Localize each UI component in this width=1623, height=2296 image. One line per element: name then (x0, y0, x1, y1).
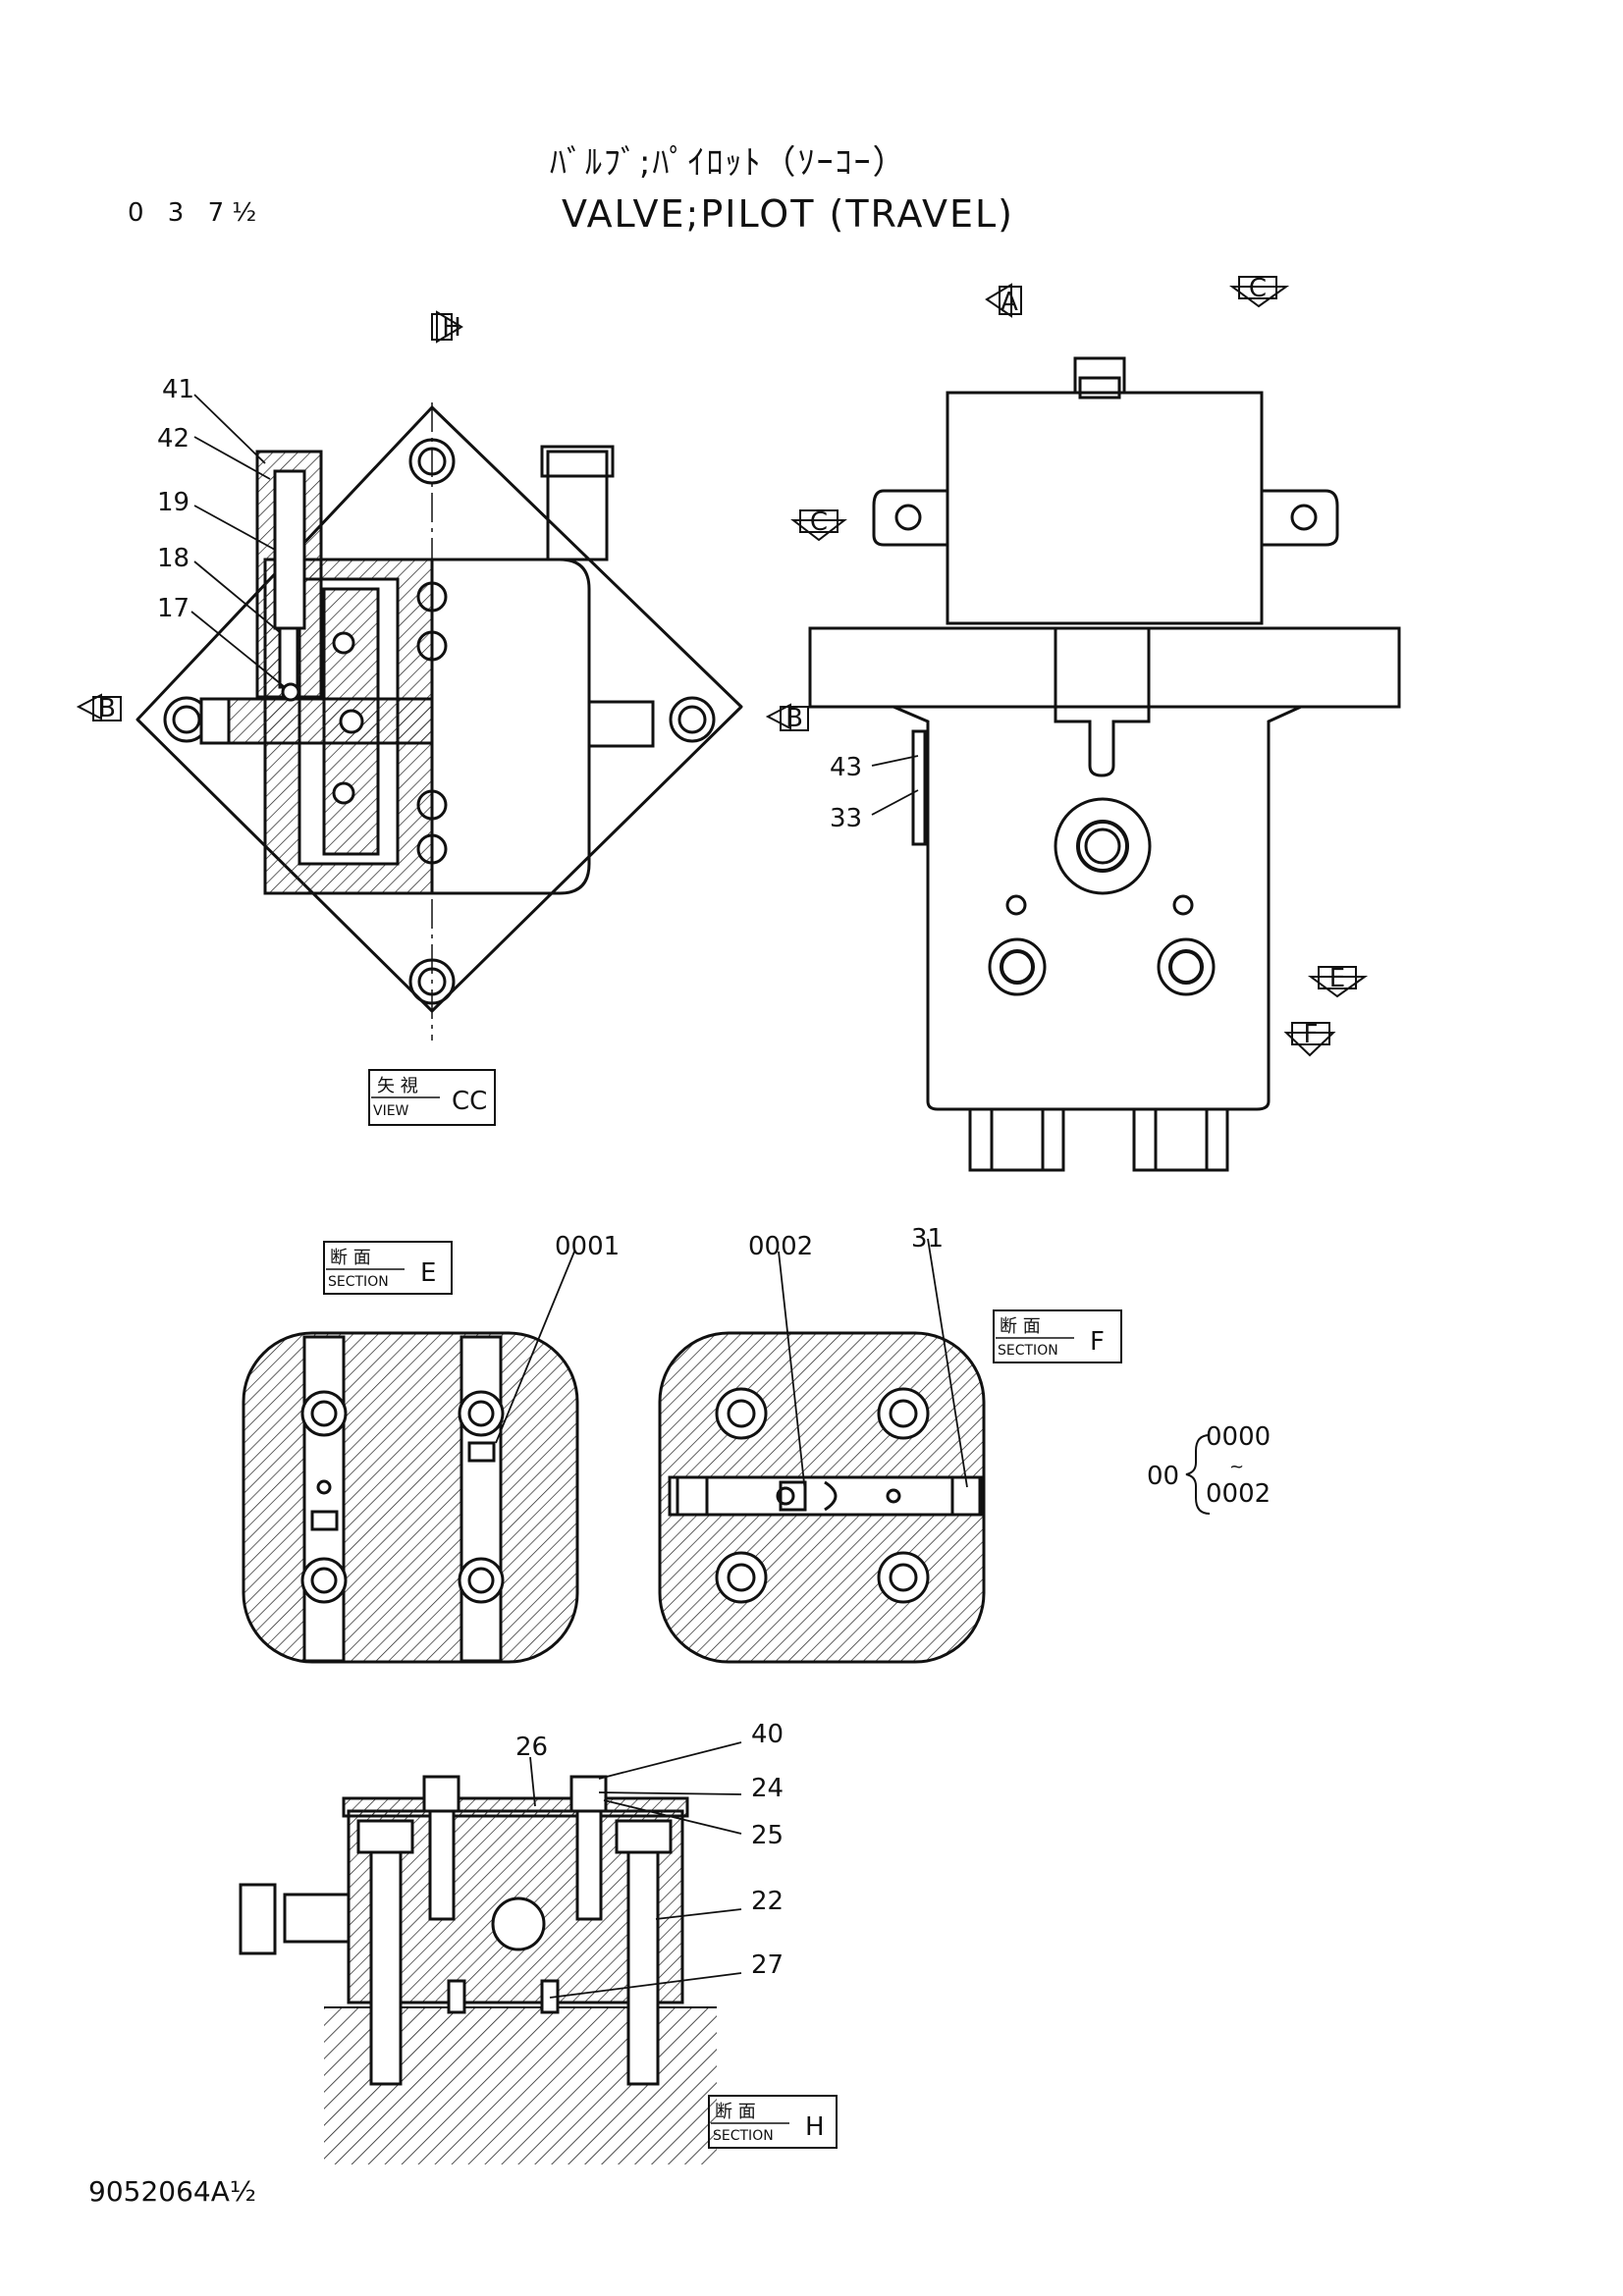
view-marker-h: H (442, 313, 461, 343)
view-marker-c-top: C (1249, 274, 1267, 303)
section-h-jp: 断 面 (715, 2102, 756, 2122)
labels: H A C C B B E F 41 42 19 18 17 43 33 000… (98, 274, 1345, 2144)
kit-range-start: 0000 (1206, 1422, 1271, 1452)
part-label-24: 24 (751, 1774, 784, 1803)
view-cc-en: VIEW (373, 1103, 409, 1119)
document-number: 9052064A½ (88, 2175, 256, 2208)
part-label-40: 40 (751, 1720, 784, 1749)
section-f-drawing (658, 1331, 986, 1664)
section-h-letter: H (805, 2112, 825, 2142)
section-e-tag-box (323, 1241, 453, 1295)
part-label-18: 18 (157, 544, 189, 573)
section-e-jp: 断 面 (330, 1248, 371, 1268)
part-label-19: 19 (157, 488, 189, 517)
part-label-43: 43 (830, 753, 862, 782)
view-cc-jp: 矢 視 (377, 1076, 418, 1096)
leader-lines (190, 394, 968, 1999)
section-e-en: SECTION (328, 1274, 389, 1290)
title-japanese: ﾊﾞﾙﾌﾞ;ﾊﾟｲﾛｯﾄ（ｿｰｺｰ） (550, 143, 908, 183)
part-label-0002: 0002 (748, 1232, 813, 1261)
part-label-0001: 0001 (555, 1232, 620, 1261)
title-english: VALVE;PILOT (TRAVEL) (562, 192, 1014, 236)
section-f-tag-box (993, 1309, 1122, 1363)
part-label-22: 22 (751, 1887, 784, 1916)
view-marker-b-left: B (98, 694, 116, 723)
view-arrows (76, 276, 1369, 1057)
view-cc-tag-box (368, 1069, 496, 1126)
part-label-25: 25 (751, 1821, 784, 1850)
section-e-drawing (242, 1331, 579, 1664)
part-label-17: 17 (157, 594, 189, 623)
view-marker-e: E (1329, 964, 1345, 993)
section-h-en: SECTION (713, 2128, 774, 2144)
view-marker-b-right: B (785, 704, 803, 733)
part-label-31: 31 (911, 1224, 944, 1254)
part-label-41: 41 (162, 375, 194, 404)
view-marker-c-side: C (810, 507, 828, 537)
kit-range-tilde: ~ (1229, 1457, 1244, 1477)
view-marker-a: A (1001, 288, 1018, 317)
view-marker-f: F (1304, 1020, 1319, 1049)
part-label-27: 27 (751, 1950, 784, 1980)
kit-brace (1185, 1434, 1211, 1515)
section-h-tag-box (708, 2095, 838, 2149)
part-label-33: 33 (830, 804, 862, 833)
section-e-letter: E (420, 1258, 436, 1288)
section-f-en: SECTION (998, 1343, 1058, 1359)
section-f-jp: 断 面 (1000, 1316, 1041, 1337)
section-f-letter: F (1090, 1327, 1105, 1357)
view-cc-suffix: CC (452, 1087, 487, 1116)
front-view-drawing (808, 356, 1401, 1172)
kit-range-end: 0002 (1206, 1479, 1271, 1509)
part-label-26: 26 (515, 1733, 548, 1762)
view-cc-drawing (135, 402, 743, 1041)
part-label-42: 42 (157, 424, 189, 454)
page-number: 0 3 7½ (128, 198, 265, 228)
section-h-drawing (239, 1775, 717, 2164)
kit-prefix: 00 (1147, 1462, 1179, 1491)
